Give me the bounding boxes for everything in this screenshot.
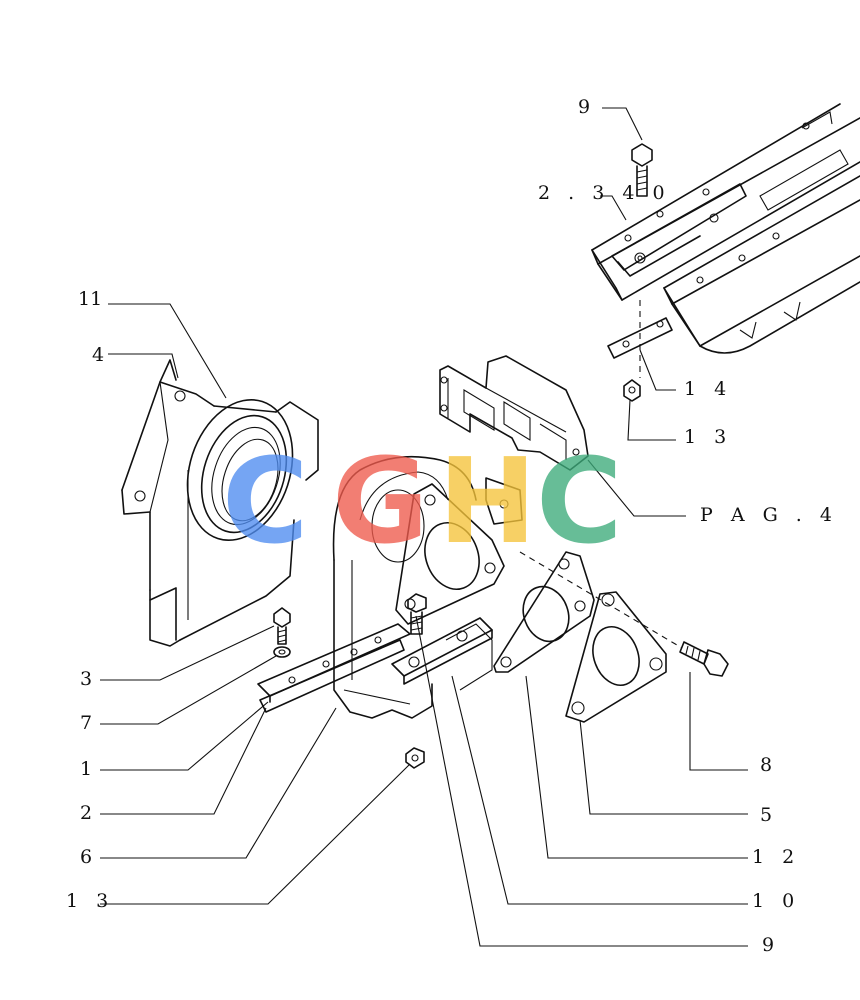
support-6 xyxy=(332,455,493,719)
callout-11: 11 xyxy=(78,288,103,310)
gasket-12 xyxy=(493,551,595,673)
callout-5: 5 xyxy=(760,804,779,826)
callout-2: 2 xyxy=(80,802,99,824)
callout-4: 4 xyxy=(92,344,111,366)
watermark-letter-h: H xyxy=(438,432,537,570)
callout-6: 6 xyxy=(80,846,99,868)
plate-1 xyxy=(257,623,411,713)
washer-7 xyxy=(273,646,291,658)
bolt-3 xyxy=(273,607,291,645)
watermark-letter-c2: C xyxy=(536,432,623,570)
callout-1: 1 xyxy=(80,758,99,780)
callout-12: 1 2 xyxy=(752,846,801,868)
bearing-11 xyxy=(186,399,294,541)
frame-rails xyxy=(591,103,860,354)
callout-pag4: P A G . 4 xyxy=(700,504,838,526)
callout-7: 7 xyxy=(80,712,99,734)
nut-13-right xyxy=(623,379,641,402)
callout-13-right: 1 3 xyxy=(684,426,733,448)
bolt-9-top xyxy=(631,143,653,197)
plate-14 xyxy=(607,300,673,378)
plate-10 xyxy=(391,617,493,685)
callout-3: 3 xyxy=(80,668,99,690)
bolt-8 xyxy=(519,551,729,677)
flange-5 xyxy=(565,591,667,723)
bolt-9-bottom xyxy=(407,593,427,635)
watermark-letter-g: G xyxy=(332,432,429,570)
bracket-pag4 xyxy=(439,355,589,471)
callout-8: 8 xyxy=(760,754,779,776)
watermark-letter-c1: C xyxy=(222,432,309,570)
watermark: C G H C xyxy=(222,432,623,570)
callout-13-left: 1 3 xyxy=(66,890,115,912)
callout-9-bottom: 9 xyxy=(762,934,781,956)
leader-lines xyxy=(100,107,748,947)
callout-2340: 2 . 3 4 0 xyxy=(538,182,671,204)
callout-14: 1 4 xyxy=(684,378,733,400)
clamp-block xyxy=(485,477,523,525)
callout-9-top: 9 xyxy=(578,96,597,118)
callout-10: 1 0 xyxy=(752,890,801,912)
nut-13-left xyxy=(405,747,425,769)
